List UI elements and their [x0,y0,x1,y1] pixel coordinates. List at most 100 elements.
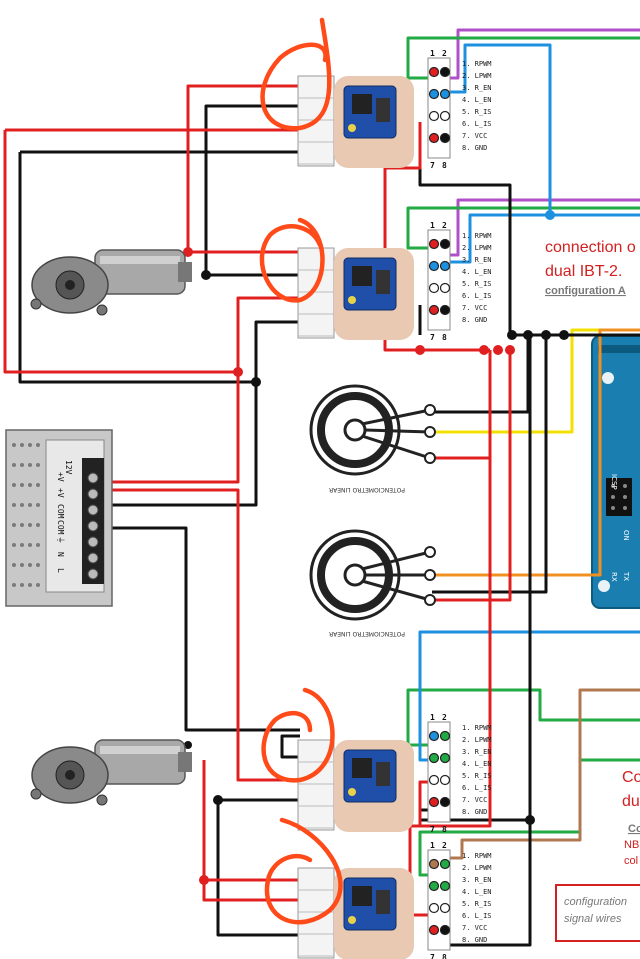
psu-terminal-label: ⏚ [56,536,65,544]
pin-label: 5. R_IS [462,772,492,780]
header-pin [439,66,451,78]
potentiometer-caption: POTENCIOMETRO LINEAR [329,486,405,493]
icsp-label: ICSP [610,474,618,490]
pin-label: 1. RPWM [462,232,492,240]
green-wire [406,206,640,250]
header-pin [428,260,440,272]
pin-label: 2. LPWM [462,864,492,872]
header-pin [428,238,440,250]
note-box-line2: signal wires [564,913,622,925]
pin-label: 3. R_EN [462,748,492,756]
header-number: 8 [442,825,447,834]
pin-label: 1. RPWM [462,60,492,68]
header-number: 1 [430,713,435,722]
highlight-circle [261,687,335,783]
black-wire [254,320,300,382]
highlight-circle [264,817,343,925]
psu-vent-holes [12,443,40,587]
pin-label: 3. R_EN [462,876,492,884]
header-number: 1 [430,49,435,58]
note-box-line1: configuration [564,896,627,908]
note-bottom-line1: Co [622,769,640,786]
motor-top [30,249,192,316]
black-wire [418,808,532,947]
psu-terminals [87,472,99,580]
header-pin [428,752,440,764]
black-wire [280,734,300,759]
black-wire [216,800,300,937]
psu-terminal-label: +V [56,472,65,482]
header-pin [439,132,451,144]
header-pin [439,858,451,870]
header-pin [428,924,440,936]
note-top-line1: connection o [545,239,636,256]
note-bottom-sub: Co [628,823,640,835]
red-wire [432,350,492,460]
red-wire [236,296,300,372]
blue-wire [440,43,640,217]
header-pin [439,110,451,122]
pin-label: 8. GND [462,936,487,944]
note-bottom-extra1: NB [624,839,639,851]
header-number: 2 [442,713,447,722]
header-pin [439,260,451,272]
pin-label: 4. L_EN [462,888,492,896]
potentiometer-caption: POTENCIOMETRO LINEAR [329,630,405,637]
pin-label: 8. GND [462,316,487,324]
tx-label: TX [622,571,630,581]
black-wire [100,526,300,732]
header-pin [428,132,440,144]
header-pin [428,304,440,316]
header-pin [428,902,440,914]
highlight-circle [260,17,332,131]
red-wire [432,350,512,602]
header-number: 2 [442,221,447,230]
header-number: 7 [430,333,435,342]
note-bottom-extra2: col [624,855,638,867]
potentiometer-top: POTENCIOMETRO LINEAR [309,384,436,493]
notes-top: connection o dual IBT-2. configuration A [545,239,636,297]
pin-label: 3. R_EN [462,84,492,92]
psu-terminal-label: L [56,568,65,573]
black-wire [432,335,548,594]
header-pin [439,774,451,786]
pin-label: 8. GND [462,144,487,152]
black-wire [432,335,530,414]
header-pin [428,66,440,78]
header-number: 7 [430,825,435,834]
highlight-circles [259,17,343,925]
header-pin [428,282,440,294]
pin-label: 6. L_IS [462,784,492,792]
header-pin [439,902,451,914]
pin-label: 2. LPWM [462,244,492,252]
on-label: ON [622,530,630,541]
header-pin [439,880,451,892]
pin-label: 7. VCC [462,924,487,932]
header-number: 7 [430,953,435,959]
junction-dots [183,210,569,885]
green-wire [406,36,640,80]
brown-wire [440,688,640,860]
pin-label: 3. R_EN [462,256,492,264]
black-wire [418,140,640,337]
psu-terminal-label: N [56,552,65,557]
pin-label: 7. VCC [462,304,487,312]
orange-wire [432,328,640,577]
header-number: 8 [442,953,447,959]
header-pin [428,88,440,100]
notes-bottom: Co du Co NB col configuration signal wir… [555,769,640,942]
header-pin [428,796,440,808]
header-number: 2 [442,49,447,58]
psu-voltage: 12V [64,460,73,475]
header-pin [428,110,440,122]
header-number: 1 [430,841,435,850]
pin-label: 7. VCC [462,132,487,140]
note-top-line2: dual IBT-2. [545,263,622,280]
header-pin [439,924,451,936]
